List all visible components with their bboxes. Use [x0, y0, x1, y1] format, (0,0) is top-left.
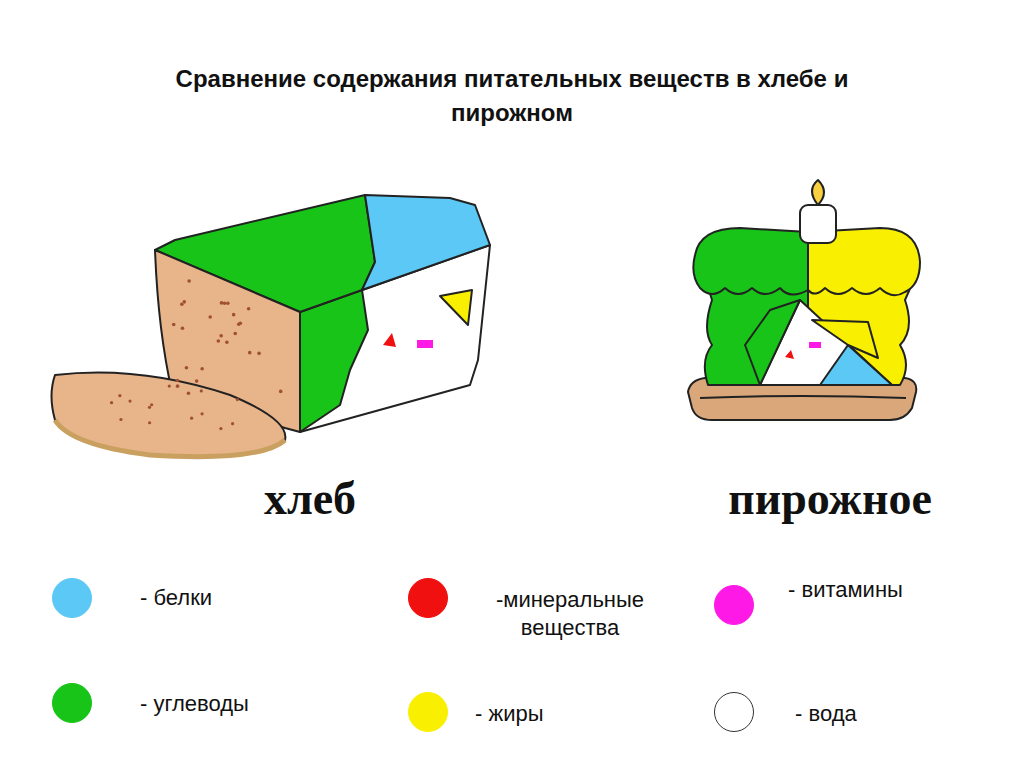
legend-swatch [714, 692, 754, 732]
legend-swatch [52, 683, 92, 723]
vitamin-mark [417, 340, 433, 348]
legend-text: - белки [140, 584, 212, 612]
diagram-title: Сравнение содержания питательных веществ… [112, 62, 912, 130]
legend-text: - витамины [788, 576, 903, 604]
item-label: пирожное [680, 472, 980, 525]
bread-pores [110, 279, 283, 430]
vitamin-mark [809, 342, 821, 348]
legend-text: - вода [795, 700, 857, 728]
mineral-mark [383, 333, 396, 347]
legend-text: - углеводы [140, 690, 249, 718]
bread-drawing [52, 195, 491, 457]
legend-swatch [408, 578, 448, 618]
legend-text: -минеральные вещества [475, 586, 665, 642]
cake-drawing [688, 180, 920, 420]
legend-swatch [408, 692, 448, 732]
item-label: хлеб [160, 472, 460, 525]
legend-text: - жиры [475, 700, 544, 728]
mineral-mark [785, 350, 794, 359]
legend-swatch [714, 585, 754, 625]
legend-swatch [52, 578, 92, 618]
